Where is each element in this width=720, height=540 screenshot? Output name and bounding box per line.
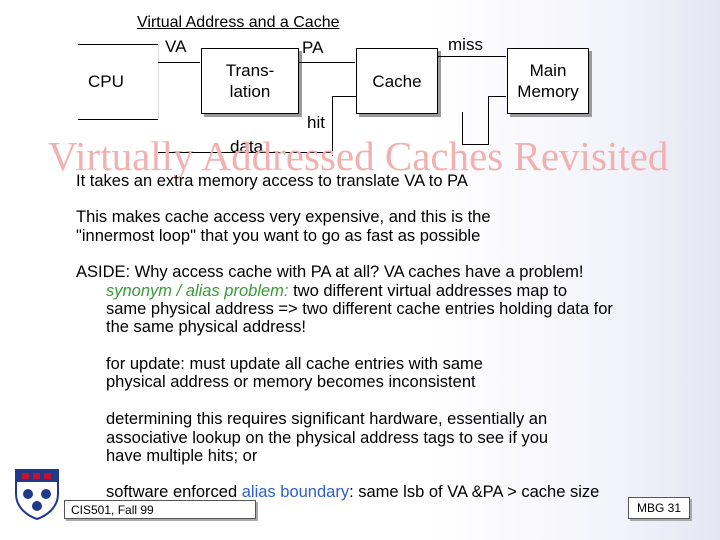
line-cache-expensive-2: "innermost loop" that you want to go as … — [76, 227, 481, 245]
line-same-physical: same physical address => two different c… — [106, 300, 613, 318]
line-same-physical-2: the same physical address! — [106, 318, 306, 336]
pa-label: PA — [302, 38, 324, 57]
memory-return-horizontal — [488, 96, 506, 97]
line-cache-expensive-1: This makes cache access very expensive, … — [76, 208, 491, 226]
software-pre: software enforced — [106, 483, 242, 501]
data-label: data — [230, 137, 264, 156]
line-update-1: for update: must update all cache entrie… — [106, 355, 483, 373]
line-determine-2: associative lookup on the physical addre… — [106, 429, 549, 447]
hit-horizontal-line — [332, 96, 356, 97]
cache-fill-horizontal — [462, 144, 489, 145]
software-post: : same lsb of VA &PA > cache size — [349, 483, 600, 501]
course-label-box: CIS501, Fall 99 — [64, 500, 256, 519]
hit-label: hit — [307, 113, 325, 132]
cpu-top-line — [78, 44, 158, 45]
va-arrow-line — [158, 62, 200, 63]
hit-vertical-line — [332, 96, 333, 156]
page-number: MBG 31 — [636, 501, 681, 515]
alias-boundary-term: alias boundary — [241, 483, 350, 501]
synonym-term: synonym / alias problem: — [106, 282, 289, 300]
cpu-right-edge — [158, 44, 159, 120]
pa-arrow-line — [299, 62, 355, 63]
line-synonym: synonym / alias problem: two different v… — [106, 282, 567, 301]
line-software: software enforced alias boundary: same l… — [106, 483, 599, 502]
cache-box: Cache — [356, 48, 438, 114]
line-update-2: physical address or memory becomes incon… — [106, 373, 476, 391]
miss-arrow-line — [438, 56, 506, 57]
university-shield-icon — [14, 468, 60, 521]
diagram-title: Virtual Address and a Cache — [137, 14, 340, 31]
page-number-box: MBG 31 — [628, 497, 690, 519]
slide-title-watermark: Virtually Addressed Caches Revisited — [48, 133, 669, 179]
line-extra-access: It takes an extra memory access to trans… — [76, 172, 468, 190]
va-label: VA — [165, 37, 187, 56]
translation-box: Trans- lation — [201, 48, 299, 114]
translation-label-2: lation — [229, 82, 271, 101]
course-label: CIS501, Fall 99 — [71, 502, 154, 517]
memory-return-vertical — [488, 96, 489, 144]
cpu-bottom-line — [78, 119, 158, 120]
line-determine-1: determining this requires significant ha… — [106, 410, 548, 428]
memory-label-2: Memory — [517, 82, 579, 101]
memory-label-1: Main — [529, 61, 567, 80]
line-aside: ASIDE: Why access cache with PA at all? … — [76, 263, 584, 281]
miss-label: miss — [448, 35, 483, 54]
cache-label: Cache — [372, 71, 422, 91]
translation-label-1: Trans- — [225, 61, 275, 80]
main-memory-box: Main Memory — [507, 48, 589, 114]
line-determine-3: have multiple hits; or — [106, 447, 258, 465]
data-return-line — [158, 152, 333, 153]
synonym-rest: two different virtual addresses map to — [288, 282, 568, 300]
cpu-label: CPU — [88, 72, 124, 91]
cache-fill-vertical — [462, 112, 463, 144]
